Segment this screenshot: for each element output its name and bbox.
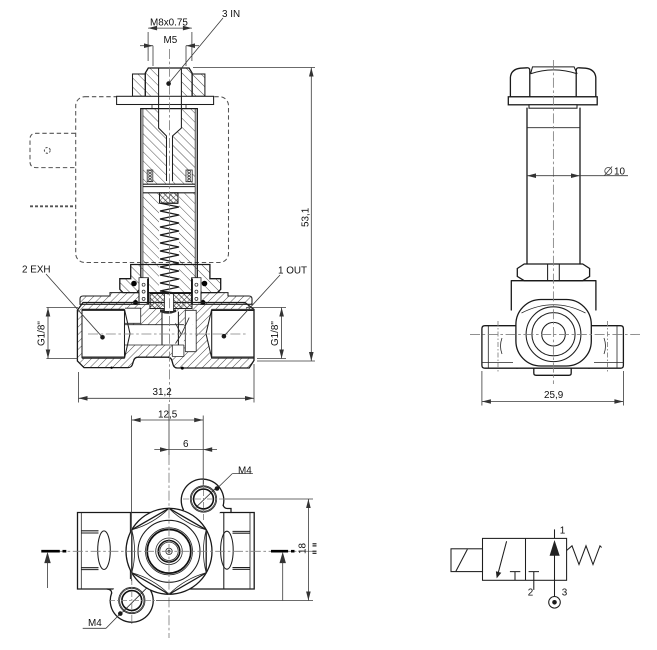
svg-text:M5: M5 <box>164 35 178 46</box>
svg-text:6: 6 <box>183 439 189 450</box>
svg-text:3 IN: 3 IN <box>222 9 240 20</box>
svg-text:M8x0.75: M8x0.75 <box>150 18 188 29</box>
svg-text:1: 1 <box>560 526 566 537</box>
svg-text:10: 10 <box>614 167 625 178</box>
svg-text:25,9: 25,9 <box>544 390 564 401</box>
svg-text:31,2: 31,2 <box>153 387 172 398</box>
svg-text:2 EXH: 2 EXH <box>22 265 51 276</box>
svg-text:18: 18 <box>298 543 309 554</box>
svg-text:M4: M4 <box>238 465 252 476</box>
svg-text:3: 3 <box>562 588 568 599</box>
svg-text:1 OUT: 1 OUT <box>278 266 307 277</box>
svg-text:M4: M4 <box>88 618 102 629</box>
svg-text:53,1: 53,1 <box>301 207 312 227</box>
svg-text:G1/8": G1/8" <box>270 321 281 346</box>
svg-text:2: 2 <box>528 588 534 599</box>
svg-text:G1/8": G1/8" <box>37 321 48 346</box>
svg-text:12,5: 12,5 <box>158 410 178 421</box>
